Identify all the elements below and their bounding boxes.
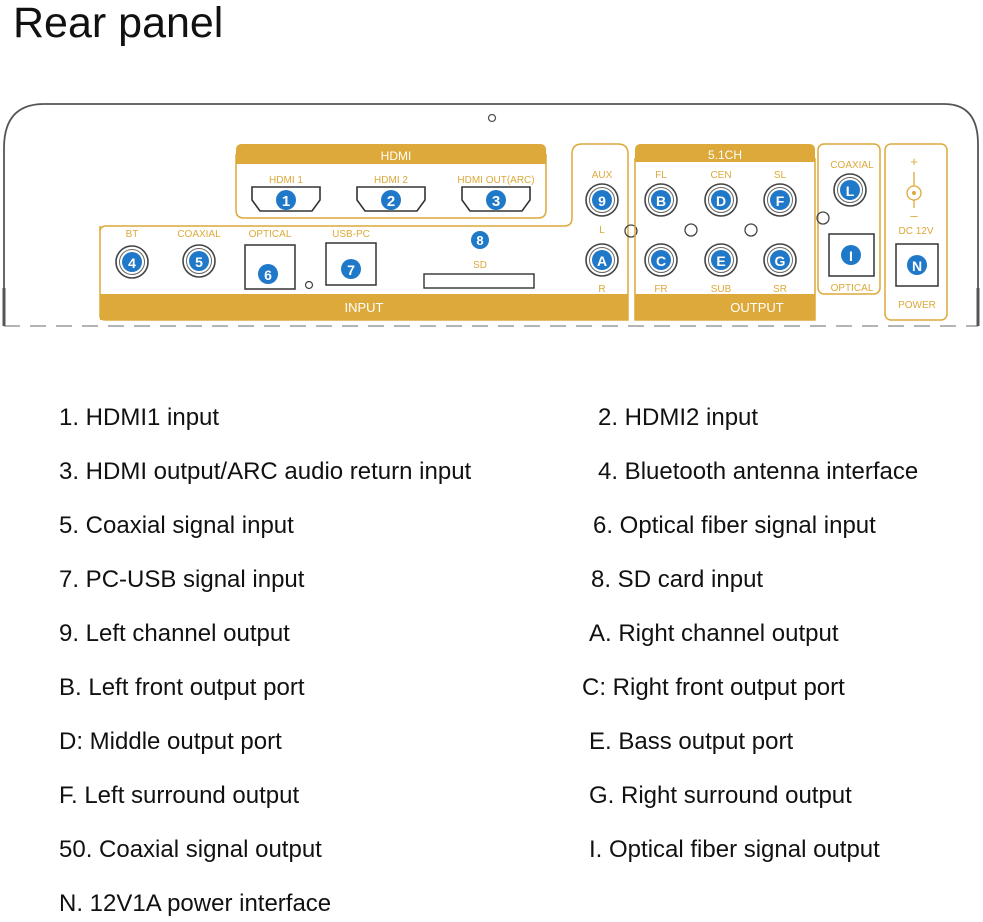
fl-label: FL — [655, 170, 667, 181]
legend-item-L: 50. Coaxial signal output — [59, 836, 322, 863]
hdmi1-label: HDMI 1 — [269, 175, 303, 186]
badge-4: 4 — [128, 255, 136, 271]
hdmi2-label: HDMI 2 — [374, 175, 408, 186]
sr-label: SR — [773, 284, 787, 295]
input-bar — [100, 294, 628, 320]
legend-item-B: B. Left front output port — [59, 674, 305, 701]
power-frame — [884, 143, 948, 321]
badge-D: D — [716, 193, 726, 209]
legend-item-G: G. Right surround output — [589, 782, 852, 809]
fr-label: FR — [654, 284, 667, 295]
legend-item-9: 9. Left channel output — [59, 620, 290, 647]
badge-I: I — [849, 248, 853, 264]
legend-item-D: D: Middle output port — [59, 728, 282, 755]
dc-label: DC 12V — [898, 226, 933, 237]
legend-item-3: 3. HDMI output/ARC audio return input — [59, 458, 472, 485]
sub-label: SUB — [711, 284, 732, 295]
legend-item-6: 6. Optical fiber signal input — [593, 512, 876, 539]
cen-label: CEN — [710, 170, 731, 181]
legend-item-8: 8. SD card input — [591, 566, 764, 593]
output-label: OUTPUT — [730, 300, 784, 315]
legend-item-5: 5. Coaxial signal input — [59, 512, 294, 539]
sd-slot — [423, 273, 535, 289]
legend-item-2: 2. HDMI2 input — [598, 404, 759, 431]
legend-item-A: A. Right channel output — [589, 620, 839, 647]
badge-8: 8 — [476, 233, 483, 248]
legend-item-C: C: Right front output port — [582, 674, 845, 701]
bt-label: BT — [126, 229, 139, 240]
l-label: L — [599, 225, 605, 236]
hdmi-out-label: HDMI OUT(ARC) — [457, 175, 534, 186]
aux-label: AUX — [592, 170, 613, 181]
legend-item-E: E. Bass output port — [589, 728, 794, 755]
badge-A: A — [597, 253, 607, 269]
badge-5: 5 — [195, 254, 203, 270]
hdmi2-port: 2 — [356, 186, 426, 212]
screw-hole — [487, 113, 497, 123]
device-outline — [3, 103, 979, 326]
digital-out-frame — [817, 143, 881, 295]
optical-out-label: OPTICAL — [831, 283, 874, 294]
plus-label: + — [910, 154, 918, 169]
surround-header: 5.1CH — [708, 148, 742, 162]
coaxial-in-label: COAXIAL — [177, 229, 221, 240]
output-bar — [635, 294, 815, 320]
rear-panel-diagram: HDMI HDMI 1 HDMI 2 HDMI OUT(ARC) 1 2 3 I… — [2, 103, 980, 327]
badge-E: E — [716, 253, 725, 269]
badge-3: 3 — [492, 193, 500, 210]
input-label: INPUT — [345, 300, 384, 315]
power-label: POWER — [898, 300, 936, 311]
legend-item-F: F. Left surround output — [59, 782, 300, 809]
legend-item-4: 4. Bluetooth antenna interface — [598, 458, 919, 485]
badge-G: G — [775, 253, 786, 269]
hdmi-frame — [235, 154, 547, 219]
legend-item-7: 7. PC-USB signal input — [59, 566, 305, 593]
badge-2: 2 — [387, 193, 395, 210]
usb-label: USB-PC — [332, 229, 370, 240]
badge-9: 9 — [598, 193, 606, 209]
badge-F: F — [776, 193, 785, 209]
coaxial-out-label: COAXIAL — [830, 160, 874, 171]
hdmi-header: HDMI — [381, 149, 412, 163]
dc-polarity-symbol — [906, 172, 922, 208]
hdmi1-port: 1 — [251, 186, 321, 212]
legend-item-N: N. 12V1A power interface — [59, 890, 332, 917]
r-label: R — [598, 284, 605, 295]
sd-label: SD — [473, 260, 487, 271]
legend-item-1: 1. HDMI1 input — [59, 404, 220, 431]
badge-1: 1 — [282, 193, 290, 210]
badge-7: 7 — [347, 262, 355, 278]
legend-item-I: I. Optical fiber signal output — [589, 836, 880, 863]
page-title: Rear panel — [13, 0, 224, 47]
optical-in-label: OPTICAL — [249, 229, 292, 240]
badge-N: N — [912, 258, 922, 274]
badge-C: C — [656, 253, 666, 269]
minus-label: – — [910, 208, 918, 223]
badge-6: 6 — [264, 267, 272, 283]
badge-B: B — [656, 193, 666, 209]
hdmi-out-port: 3 — [461, 186, 531, 212]
badge-L: L — [846, 183, 855, 199]
sl-label: SL — [774, 170, 787, 181]
